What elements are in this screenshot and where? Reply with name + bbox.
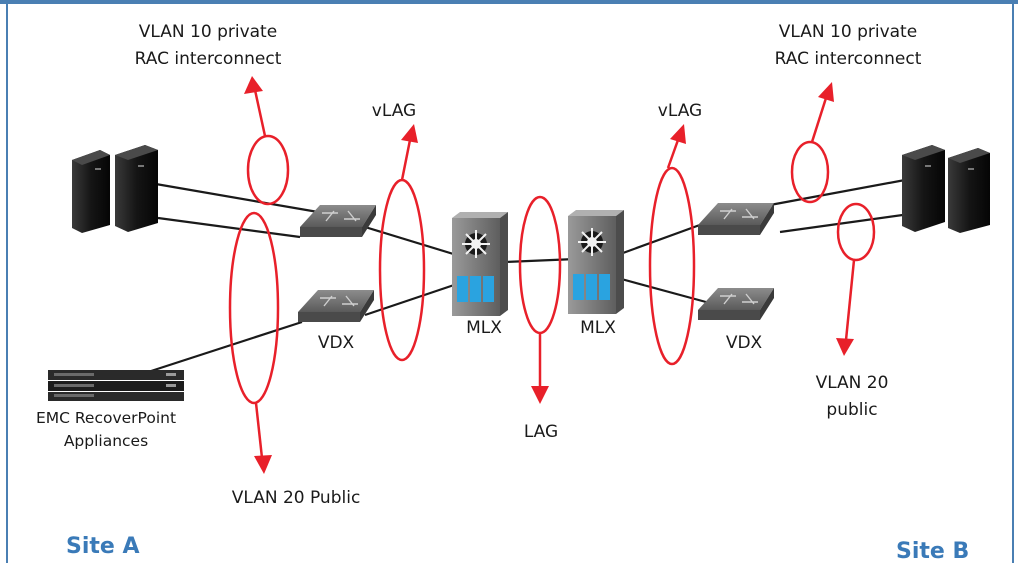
vlan20-right-label-line2: public (826, 400, 877, 420)
cable-serverA2-switchA (157, 216, 301, 239)
vlan10-left-label-line1: VLAN 10 private (139, 22, 277, 42)
cable-mlxA-mlxB (504, 257, 577, 264)
emc-label-line1: EMC RecoverPoint (36, 409, 176, 427)
vlan10-right-label-line2: RAC interconnect (775, 49, 922, 69)
vlag-right-label: vLAG (658, 101, 702, 121)
vdx-right-label: VDX (726, 333, 763, 353)
vlan10-left-label-line2: RAC interconnect (135, 49, 282, 69)
emc-label-line2: Appliances (64, 432, 148, 450)
vlan20-left-label: VLAN 20 Public (232, 488, 361, 508)
cable-switchB-serverB2 (779, 212, 911, 234)
ring-vlag-left (378, 178, 426, 362)
ring-vlag-right (648, 166, 696, 366)
arrow-vlag-left (400, 139, 412, 181)
ring-lag (518, 195, 562, 335)
ring-vlan10-right (790, 140, 830, 204)
server-tower-icon (948, 148, 990, 233)
mlx-left-label: MLX (466, 318, 502, 338)
network-switch-icon (698, 203, 774, 235)
vlag-left-label: vLAG (372, 101, 416, 121)
site-b-label: Site B (896, 539, 969, 563)
cable-switchB-serverB1 (769, 178, 906, 207)
mlx-right-label: MLX (580, 318, 616, 338)
arrow-vlan20-right (844, 259, 856, 341)
rack-appliance-icon (48, 370, 184, 401)
frame-right-border (1012, 4, 1014, 563)
ring-vlan10-left (246, 134, 290, 206)
vdx-switch-right (698, 288, 774, 320)
server-tower-icon (902, 145, 945, 232)
vdx-left-label: VDX (318, 333, 355, 353)
frame-top-border (0, 0, 1018, 4)
link-arrows (244, 76, 856, 474)
arrow-vlan10-right (810, 97, 828, 143)
arrow-vlan20-left (254, 402, 264, 459)
ring-vlan20-left (228, 211, 280, 405)
site-a-label: Site A (66, 534, 140, 559)
link-rings (228, 134, 876, 405)
router-chassis-icon (452, 212, 508, 316)
network-switch-icon (300, 205, 376, 237)
server-tower-icon (115, 145, 158, 232)
arrow-vlan10-left (253, 89, 267, 137)
cable-serverA1-switchA (149, 181, 319, 214)
router-chassis-icon (568, 210, 624, 314)
frame-left-border (6, 4, 8, 563)
vdx-switch-left (298, 290, 374, 322)
cable-mlxB-vdxB (613, 275, 707, 304)
vlan20-right-label-line1: VLAN 20 (816, 373, 889, 393)
ring-vlan20-right (836, 202, 876, 262)
arrow-vlag-right (666, 139, 680, 169)
cable-emc-vdxA (147, 320, 303, 374)
vlan10-right-label-line1: VLAN 10 private (779, 22, 917, 42)
cable-vdxA-mlxA (364, 281, 461, 317)
server-tower-icon (72, 150, 110, 233)
lag-label: LAG (524, 422, 558, 442)
